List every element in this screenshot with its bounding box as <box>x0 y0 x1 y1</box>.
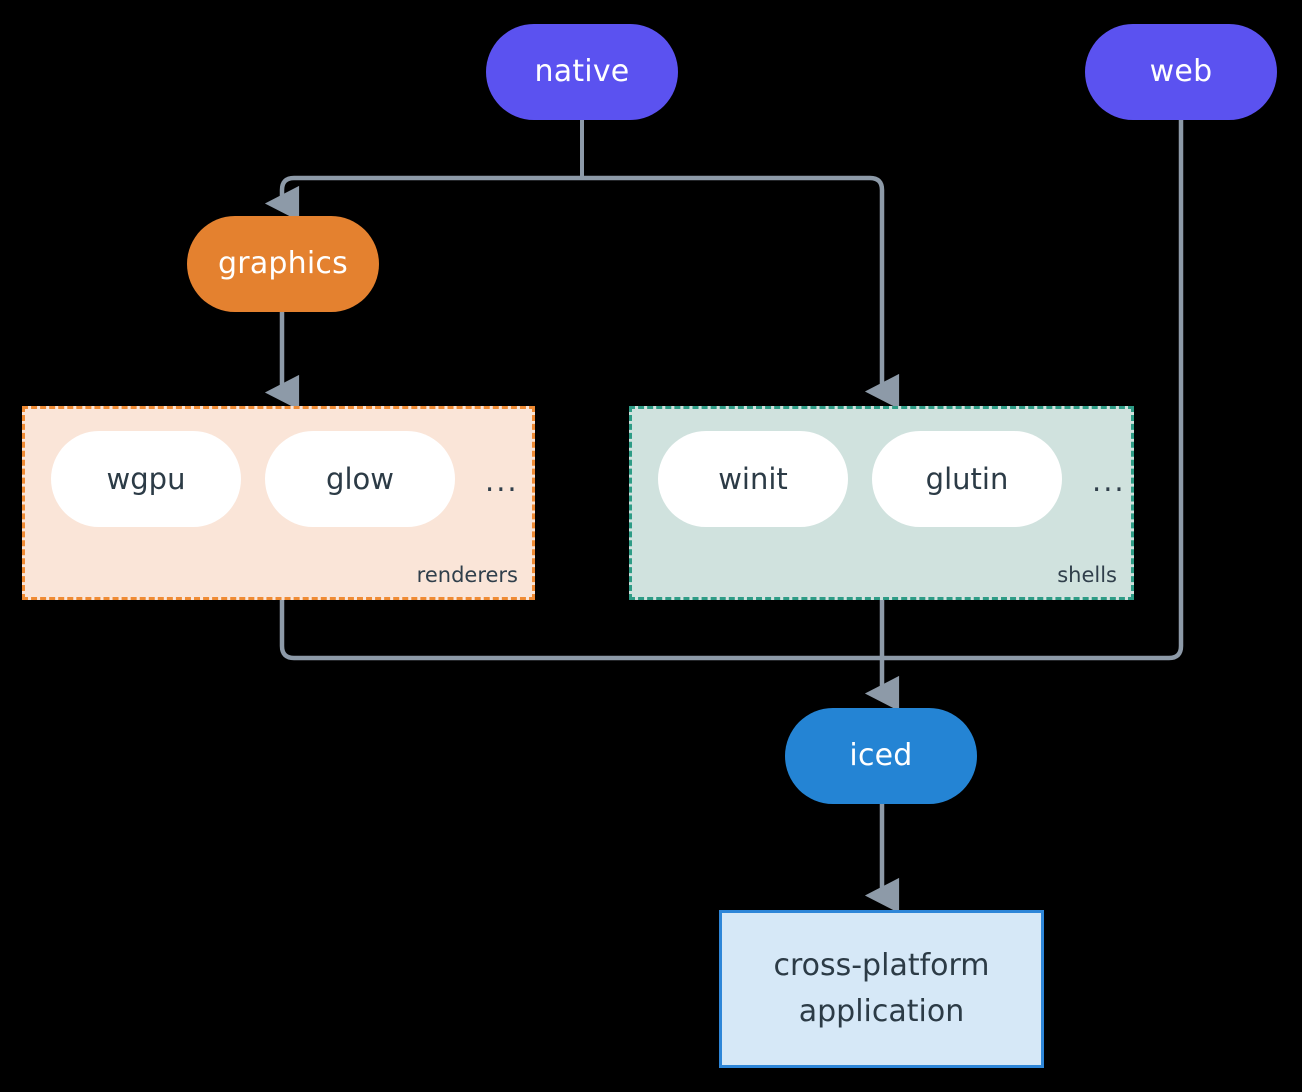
group-shells[interactable]: winit glutin ... shells <box>629 406 1134 600</box>
chip-glow[interactable]: glow <box>265 431 455 527</box>
group-label-shells: shells <box>1057 563 1117 587</box>
edge-native-to-shells <box>582 175 900 410</box>
group-label-renderers: renderers <box>416 563 518 587</box>
chip-glutin[interactable]: glutin <box>872 431 1062 527</box>
group-renderers[interactable]: wgpu glow ... renderers <box>22 406 535 600</box>
node-web[interactable]: web <box>1085 24 1277 120</box>
node-cross-platform-application[interactable]: cross-platform application <box>719 910 1044 1068</box>
node-graphics[interactable]: graphics <box>187 216 379 312</box>
shells-more-ellipsis: ... <box>1092 464 1126 498</box>
shells-chip-row: winit glutin ... <box>658 431 1132 527</box>
chip-wgpu[interactable]: wgpu <box>51 431 241 527</box>
renderers-more-ellipsis: ... <box>485 464 519 498</box>
application-label-line2: application <box>798 994 965 1029</box>
renderers-chip-row: wgpu glow ... <box>51 431 525 527</box>
edge-native-to-graphics <box>264 175 582 222</box>
chip-winit[interactable]: winit <box>658 431 848 527</box>
application-label-line1: cross-platform <box>773 947 990 983</box>
node-native[interactable]: native <box>486 24 678 120</box>
edge-renderers-to-iced <box>279 600 882 661</box>
node-iced[interactable]: iced <box>785 708 977 804</box>
